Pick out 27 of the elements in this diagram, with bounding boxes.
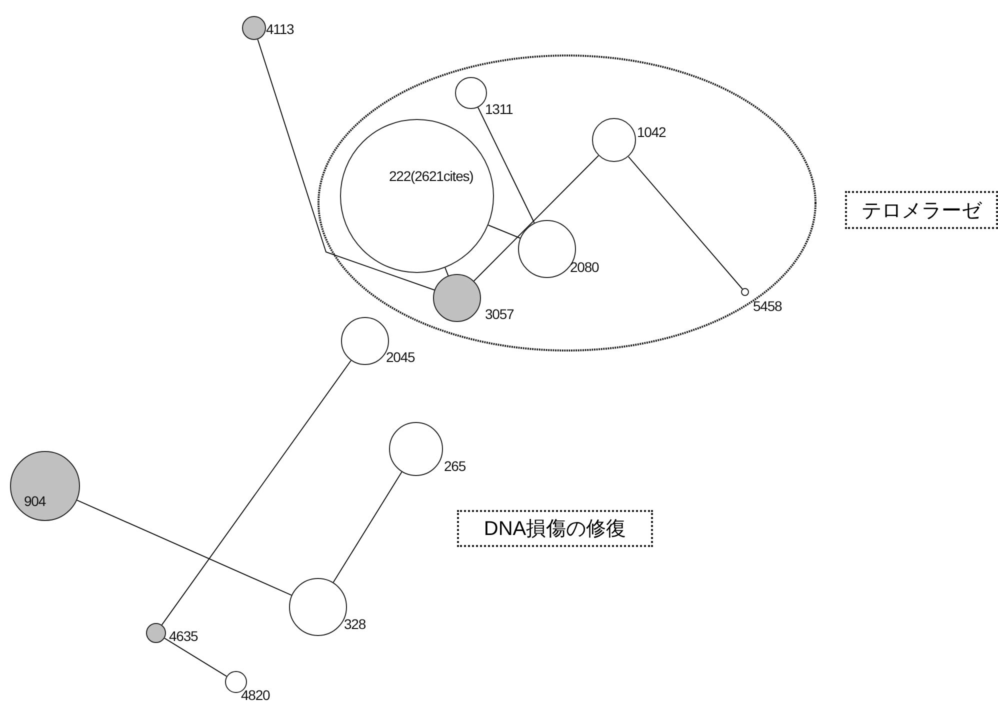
node-label: 265 [444,458,466,474]
node-label: 2045 [386,349,415,365]
node-label: 1042 [637,124,666,140]
node-label: 222(2621cites) [389,168,474,184]
link-line [478,106,535,224]
node-label: 2080 [570,259,599,275]
link-line [473,155,599,282]
node-label: 4113 [266,21,294,37]
link-line [164,638,228,677]
link-line [76,500,292,596]
node-label: 4820 [241,687,270,702]
link-line [257,38,435,290]
link-line [444,267,449,276]
paper-circle [340,119,494,273]
node-label: 1311 [485,101,513,117]
link-line [488,224,521,239]
cluster-ellipse [318,55,816,351]
node-label: 4635 [169,628,198,644]
node-label: 5458 [753,298,782,314]
node-label: 904 [24,493,46,509]
link-line [332,471,402,583]
topic-label-box: DNA損傷の修復 [457,510,653,547]
node-label: 3057 [485,306,514,322]
topic-label-box: テロメラーゼ [845,191,998,229]
node-label: 328 [344,616,366,632]
link-line [161,360,352,626]
paper-circle [10,451,80,521]
